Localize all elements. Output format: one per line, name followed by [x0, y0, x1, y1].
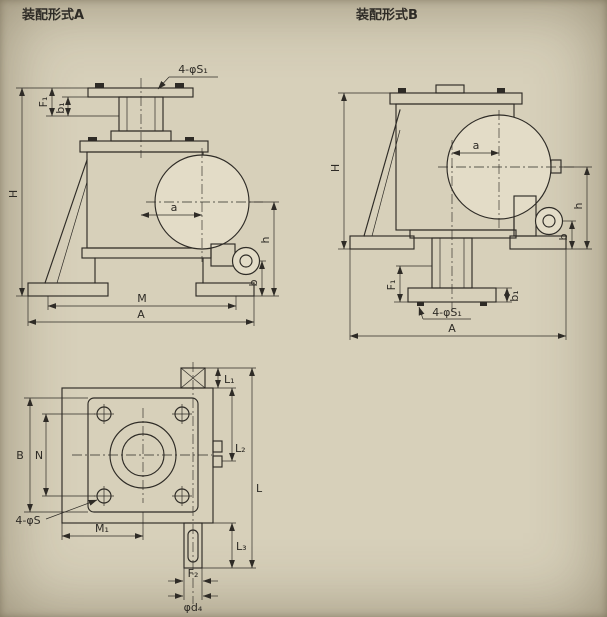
view-a-title: 装配形式A: [21, 7, 84, 23]
housing-bottom-flange-a: [81, 247, 212, 259]
dim-label-b-a: b: [247, 279, 260, 286]
dim-label-H-b: H: [329, 164, 342, 172]
body-outline-plan: [61, 387, 214, 524]
dim-label-B: B: [16, 449, 24, 462]
dim-label-f1-b: F₁: [385, 280, 398, 291]
lifting-eye-b: [534, 206, 564, 236]
dim-label-A-b: A: [448, 322, 456, 335]
lifting-eye-a: [231, 246, 261, 276]
view-a-assembly-drawing: 4-φS₁ F₁ b₁ H a h b M A: [7, 63, 279, 326]
dim-label-b1-b: b₁: [508, 290, 521, 301]
dim-label-s1-b: 4-φS₁: [432, 306, 462, 319]
side-plug-plan: [212, 440, 223, 453]
housing-top-plate-a: [79, 140, 209, 153]
dim-label-f1-a: F₁: [37, 97, 50, 108]
shaft-stub-b: [550, 159, 562, 174]
dim-label-h-b: h: [572, 202, 585, 209]
view-b-title: 装配形式B: [355, 7, 418, 23]
dim-label-L2: L₂: [235, 442, 246, 455]
base-foot-right-b: [509, 235, 567, 250]
dim-label-h-a: h: [259, 236, 272, 243]
dim-label-L1: L₁: [224, 373, 235, 386]
dim-label-s1-a: 4-φS₁: [178, 63, 208, 76]
dim-label-F2: F₂: [188, 567, 199, 580]
side-plug-plan: [212, 455, 223, 468]
dim-label-A-a: A: [137, 308, 145, 321]
dim-label-N: N: [35, 449, 43, 462]
dim-label-a-b: a: [473, 139, 480, 152]
gusset-a: [44, 159, 88, 284]
base-foot-right-a: [195, 282, 255, 297]
base-foot-left-a: [27, 282, 109, 297]
dim-label-H-a: H: [7, 190, 20, 198]
dim-label-d4: φd₄: [184, 601, 203, 614]
dim-label-L3: L₃: [236, 540, 247, 553]
dim-label-a-a: a: [171, 201, 178, 214]
dim-label-M-a: M: [137, 292, 147, 305]
housing-bottom-flange-b: [409, 229, 517, 239]
input-flange-plate-a: [87, 87, 194, 98]
dim-label-b-b: b: [557, 233, 570, 240]
housing-top-plate-b: [389, 92, 523, 105]
dim-label-b1-a: b₁: [54, 102, 67, 113]
view-b-assembly-drawing: a H h b F₁ b₁ 4-φS₁ A: [329, 84, 592, 340]
gusset-b: [363, 109, 401, 237]
base-foot-left-b: [349, 235, 415, 250]
bolt-mark-a: [95, 83, 104, 88]
dim-label-M1: M₁: [95, 522, 109, 535]
plan-view-drawing: L₁ L₂ L L₃ B N 4-φS M₁ F₂: [15, 362, 263, 614]
top-cap-b: [435, 84, 465, 94]
dim-label-s: 4-φS: [15, 514, 40, 527]
bolt-mark-a: [175, 83, 184, 88]
dim-label-L: L: [256, 482, 263, 495]
